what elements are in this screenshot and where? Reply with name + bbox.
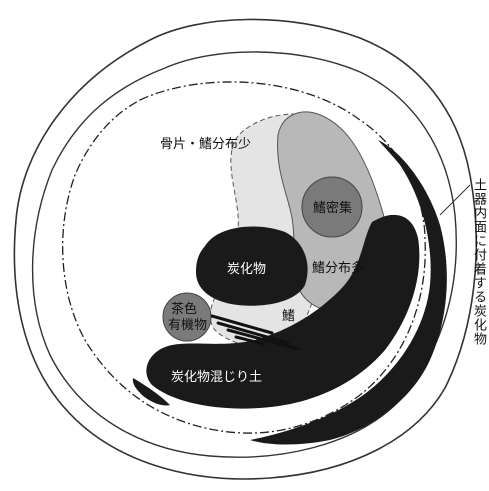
vessel-inner-wall: [31, 51, 457, 458]
label-carbonized-soil: 炭化物混じり土: [171, 370, 262, 385]
contents-boundary-line: [62, 81, 426, 434]
carbonized-blob: [196, 226, 308, 306]
label-bone-fragments: 骨片・鰭分布少: [160, 137, 251, 152]
annotation-leader-line: [439, 184, 471, 216]
label-fin-concentrated: 鰭密集: [313, 200, 352, 216]
vessel-inner-carbon-caption: 土器内面に付着する炭化物: [471, 178, 486, 346]
label-brown-line2: 有機物: [168, 318, 207, 333]
fin-concentration-blob: [301, 176, 363, 238]
label-fin-many: 鰭分布多: [312, 260, 364, 276]
carbonized-soil-band: [146, 214, 420, 409]
vessel-inner-carbon-left: [132, 378, 170, 406]
label-carbonized: 炭化物: [227, 262, 266, 277]
vessel-inner-carbon-right: [250, 140, 447, 445]
vessel-outer-rim: [13, 18, 477, 480]
brown-organic-blob: [162, 292, 212, 342]
label-fin: 鰭: [282, 309, 295, 324]
label-brown-line1: 茶色: [171, 301, 197, 317]
fin-strokes: [210, 314, 300, 351]
